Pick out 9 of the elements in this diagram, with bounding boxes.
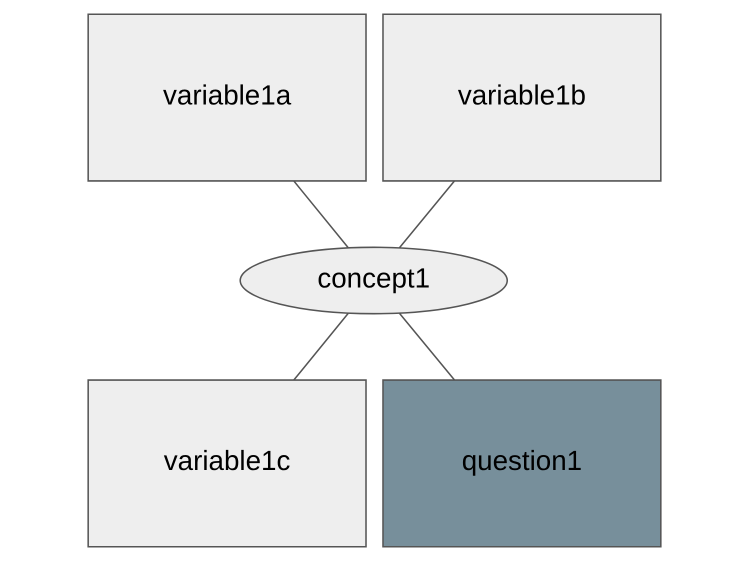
connector (292, 180, 348, 248)
node-box: variable1b (382, 13, 662, 182)
connector (292, 312, 348, 380)
node-box: variable1a (86, 13, 366, 182)
node-box: variable1c (86, 379, 366, 548)
connector (398, 180, 454, 248)
node-ellipse: concept1 (238, 246, 508, 314)
node-box: question1 (382, 379, 662, 548)
connector (398, 312, 454, 380)
